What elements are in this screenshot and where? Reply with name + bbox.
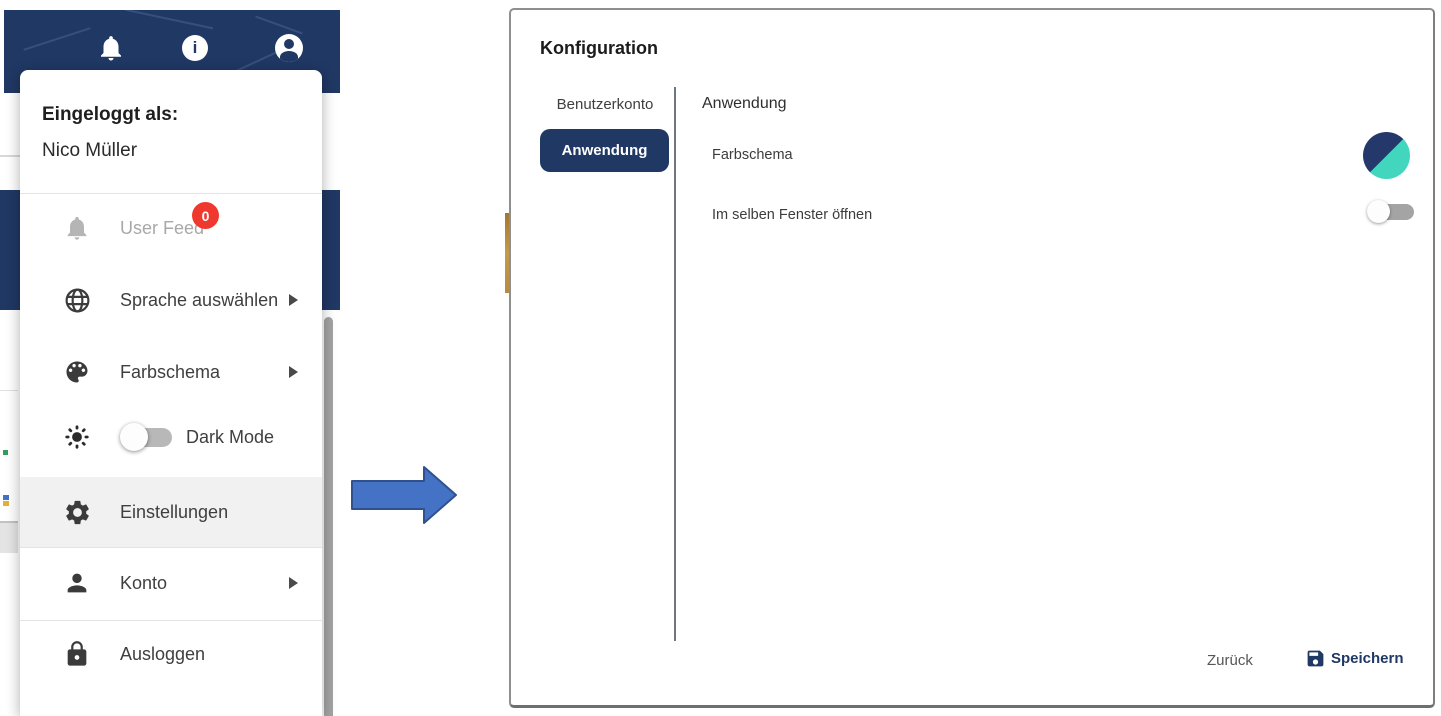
flow-arrow bbox=[351, 466, 457, 524]
dialog-title: Konfiguration bbox=[540, 38, 658, 58]
color-scheme-icon[interactable] bbox=[1363, 132, 1410, 179]
page-edge-block bbox=[0, 521, 18, 553]
palette-icon bbox=[62, 357, 92, 387]
globe-icon bbox=[62, 285, 92, 315]
page-edge-dot bbox=[3, 495, 9, 500]
save-button[interactable]: Speichern bbox=[1299, 646, 1410, 671]
info-icon[interactable]: i bbox=[182, 35, 208, 61]
submenu-arrow-icon bbox=[289, 577, 298, 589]
menu-item-label: Einstellungen bbox=[120, 501, 229, 522]
menu-item-ausloggen[interactable]: Ausloggen bbox=[20, 626, 322, 682]
brightness-icon bbox=[62, 422, 92, 452]
bell-icon bbox=[62, 213, 92, 243]
account-icon[interactable] bbox=[275, 34, 303, 62]
account-shoulders bbox=[280, 51, 298, 62]
tab-benutzerkonto[interactable]: Benutzerkonto bbox=[556, 96, 654, 113]
dark-mode-toggle[interactable] bbox=[120, 423, 174, 451]
menu-item-einstellungen[interactable]: Einstellungen bbox=[20, 477, 322, 547]
menu-divider bbox=[20, 193, 322, 194]
dialog-vertical-divider bbox=[674, 87, 676, 641]
save-icon bbox=[1307, 650, 1324, 667]
menu-item-dark-mode[interactable]: Dark Mode bbox=[20, 409, 322, 465]
panel-heading: Anwendung bbox=[702, 95, 787, 112]
menu-item-label: Sprache auswählen bbox=[120, 289, 279, 310]
page-scrollbar[interactable] bbox=[324, 317, 333, 716]
tab-anwendung[interactable]: Anwendung bbox=[540, 129, 669, 172]
submenu-arrow-icon bbox=[289, 294, 298, 306]
page-edge-dot bbox=[3, 501, 9, 506]
submenu-arrow-icon bbox=[289, 366, 298, 378]
account-head bbox=[284, 39, 294, 49]
same-window-toggle[interactable] bbox=[1367, 200, 1415, 224]
notification-badge: 0 bbox=[192, 202, 219, 229]
menu-item-label: Ausloggen bbox=[120, 643, 206, 664]
user-dropdown-menu: Eingeloggt als: Nico Müller User Feed 0 … bbox=[20, 70, 322, 716]
menu-item-label: Farbschema bbox=[120, 361, 221, 382]
menu-item-label: User Feed bbox=[120, 217, 205, 238]
menu-divider bbox=[20, 547, 322, 548]
menu-divider bbox=[20, 620, 322, 621]
toggle-knob bbox=[1367, 200, 1390, 223]
save-button-label: Speichern bbox=[1331, 650, 1404, 667]
lock-icon bbox=[62, 639, 92, 669]
logged-in-user-name: Nico Müller bbox=[42, 140, 138, 161]
menu-item-label: Konto bbox=[120, 572, 168, 593]
menu-item-sprache[interactable]: Sprache auswählen bbox=[20, 272, 322, 328]
page-edge-line bbox=[0, 390, 18, 391]
configuration-dialog: Konfiguration Benutzerkonto Anwendung An… bbox=[509, 8, 1435, 708]
logged-in-as-label: Eingeloggt als: bbox=[42, 104, 179, 125]
menu-item-user-feed[interactable]: User Feed bbox=[20, 200, 322, 256]
person-icon bbox=[62, 568, 92, 598]
page-edge-line bbox=[0, 155, 20, 157]
menu-item-label: Dark Mode bbox=[186, 426, 275, 447]
menu-item-konto[interactable]: Konto bbox=[20, 555, 322, 611]
back-button[interactable]: Zurück bbox=[1207, 652, 1253, 669]
bell-icon[interactable] bbox=[96, 33, 126, 63]
setting-label-farbschema: Farbschema bbox=[712, 147, 793, 163]
backdrop-sliver bbox=[505, 213, 510, 293]
page-edge-dot bbox=[3, 450, 8, 455]
menu-item-farbschema[interactable]: Farbschema bbox=[20, 344, 322, 400]
toggle-knob bbox=[120, 423, 148, 451]
setting-label-im-selben-fenster: Im selben Fenster öffnen bbox=[712, 207, 873, 223]
gear-icon bbox=[62, 497, 92, 527]
